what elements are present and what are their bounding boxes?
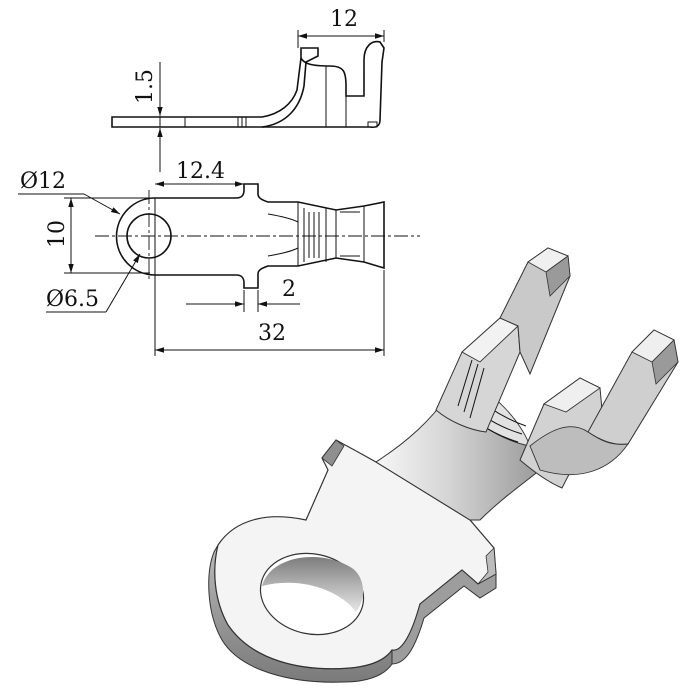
dimension-overall-length: 32: [154, 198, 385, 356]
dimension-label-2: 2: [282, 277, 296, 302]
dimension-side-length: 12: [297, 7, 385, 48]
dimension-label-o12: Ø12: [20, 169, 66, 194]
top-view: [95, 183, 420, 289]
dimension-ring-outer: Ø12: [18, 169, 121, 215]
dimension-ring-width: 10: [45, 197, 150, 274]
dimension-label-1-5: 1.5: [133, 69, 158, 104]
side-view: [111, 40, 385, 129]
dimension-label-o6-5: Ø6.5: [46, 287, 99, 312]
dimension-label-12-4: 12.4: [176, 159, 225, 184]
dimension-ring-inner: Ø6.5: [46, 253, 141, 313]
dimension-thickness: 1.5: [133, 62, 163, 172]
dimension-gap: 2: [186, 277, 300, 312]
dimension-neck-offset: 12.4: [155, 159, 244, 187]
dimension-label-32: 32: [258, 321, 286, 346]
dimension-label-12: 12: [330, 7, 358, 32]
isometric-view: [208, 247, 679, 683]
dimension-label-10: 10: [45, 220, 70, 248]
